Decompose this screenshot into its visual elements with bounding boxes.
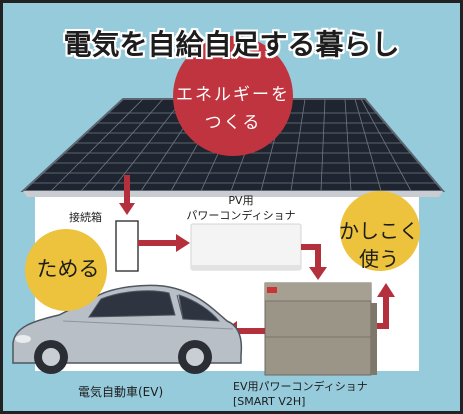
store-circle-label: ためる: [36, 257, 100, 281]
pv-label-line-1: PV用: [228, 194, 254, 207]
arrow-v2h-to-smart-use: [377, 283, 395, 329]
junction-box-label: 接続箱: [69, 211, 102, 224]
pv-power-conditioner: [190, 223, 302, 271]
arrow-roof-to-junction: [119, 175, 135, 215]
produce-line-1: エネルギーを: [176, 85, 290, 105]
v2h-unit: [264, 282, 377, 376]
smart-use-circle-label: かしこく 使う: [329, 217, 429, 273]
store-circle: [25, 229, 107, 311]
v2h-label-line-2: [SMART V2H]: [233, 395, 306, 408]
ev-car: [12, 284, 243, 374]
diagram-title: 電気を自給自足する暮らし: [63, 28, 400, 61]
pv-conditioner-label: PV用 パワーコンディショナ: [161, 193, 321, 223]
produce-circle: [173, 36, 293, 156]
smart-use-circle: [340, 191, 420, 271]
arrow-pv-to-v2h: [301, 244, 327, 280]
pv-label-line-2: パワーコンディショナ: [186, 209, 296, 222]
produce-line-2: つくる: [204, 113, 262, 133]
smart-use-line-1: かしこく: [339, 219, 419, 243]
arrow-junction-to-pv: [138, 234, 190, 252]
smart-use-line-2: 使う: [359, 247, 399, 271]
ev-label: 電気自動車(EV): [78, 385, 164, 399]
junction-box: [115, 220, 139, 272]
v2h-label-line-1: EV用パワーコンディショナ: [233, 380, 368, 393]
v2h-label: EV用パワーコンディショナ [SMART V2H]: [233, 379, 368, 409]
produce-circle-label: エネルギーを つくる: [168, 81, 298, 137]
diagram-artwork: [12, 36, 446, 376]
